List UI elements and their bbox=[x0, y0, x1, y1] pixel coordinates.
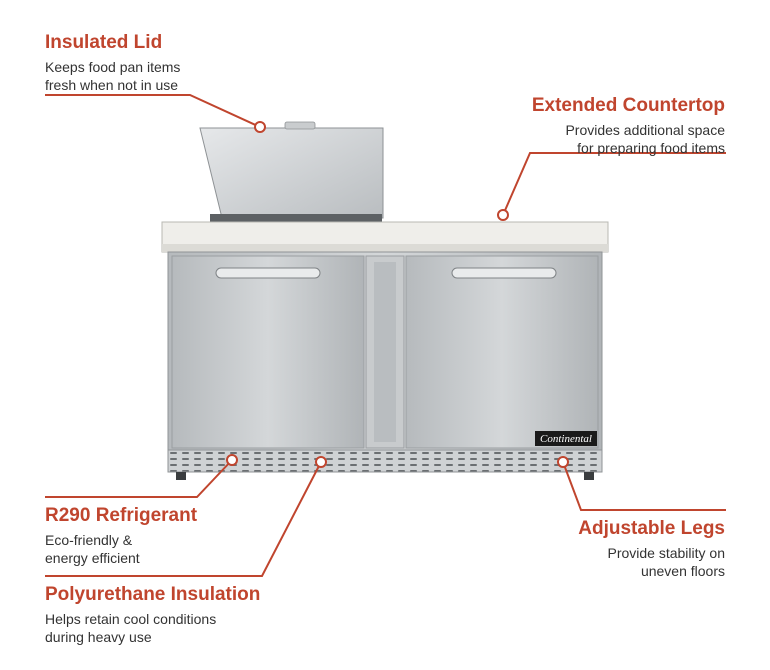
cabinet-body: Continental bbox=[167, 251, 603, 453]
marker-polyurethane bbox=[315, 456, 327, 468]
leader-insulated-lid bbox=[45, 94, 261, 128]
insulated-lid bbox=[199, 121, 384, 224]
callout-desc-line: Keeps food pan items bbox=[45, 59, 181, 75]
callout-title: Adjustable Legs bbox=[578, 518, 725, 539]
marker-dots bbox=[226, 121, 569, 468]
leader-lines bbox=[45, 94, 726, 577]
callout-desc-line: fresh when not in use bbox=[45, 77, 179, 93]
marker-r290 bbox=[226, 454, 238, 466]
right-door bbox=[405, 255, 599, 449]
callout-desc-line: Provides additional space bbox=[565, 122, 725, 138]
callout-desc-line: Helps retain cool conditions bbox=[45, 611, 217, 627]
callout-desc-line: during heavy use bbox=[45, 629, 152, 645]
marker-adjustable-legs bbox=[557, 456, 569, 468]
callout-desc-line: uneven floors bbox=[640, 563, 725, 579]
callout-desc-line: energy efficient bbox=[45, 550, 140, 566]
leader-adjustable-legs bbox=[562, 461, 726, 511]
leader-extended-countertop bbox=[502, 152, 726, 216]
vent-grille bbox=[167, 449, 603, 480]
callout-desc-line: for preparing food items bbox=[577, 140, 725, 156]
callout-insulated-lid: Insulated Lid Keeps food pan items fresh… bbox=[45, 32, 180, 94]
left-door-handle bbox=[215, 267, 321, 279]
callout-desc-line: Eco-friendly & bbox=[45, 532, 133, 548]
marker-extended-countertop bbox=[497, 209, 509, 221]
callout-title: Extended Countertop bbox=[531, 95, 725, 116]
marker-insulated-lid bbox=[254, 121, 266, 133]
callout-extended-countertop: Extended Countertop Provides additional … bbox=[532, 95, 725, 157]
left-door bbox=[171, 255, 365, 449]
callout-desc-line: Provide stability on bbox=[607, 545, 725, 561]
leader-r290 bbox=[45, 459, 233, 498]
brand-logo: Continental bbox=[540, 433, 592, 445]
callout-polyurethane-insulation: Polyurethane Insulation Helps retain coo… bbox=[45, 584, 260, 646]
brand-badge bbox=[535, 431, 597, 446]
right-door-handle bbox=[451, 267, 557, 279]
callout-title: R290 Refrigerant bbox=[45, 505, 198, 526]
callout-title: Insulated Lid bbox=[45, 32, 163, 53]
leader-polyurethane bbox=[45, 461, 322, 577]
countertop bbox=[161, 221, 609, 253]
callout-r290-refrigerant: R290 Refrigerant Eco-friendly & energy e… bbox=[45, 505, 197, 567]
callout-adjustable-legs: Adjustable Legs Provide stability on une… bbox=[578, 518, 725, 580]
callout-title: Polyurethane Insulation bbox=[45, 584, 261, 605]
